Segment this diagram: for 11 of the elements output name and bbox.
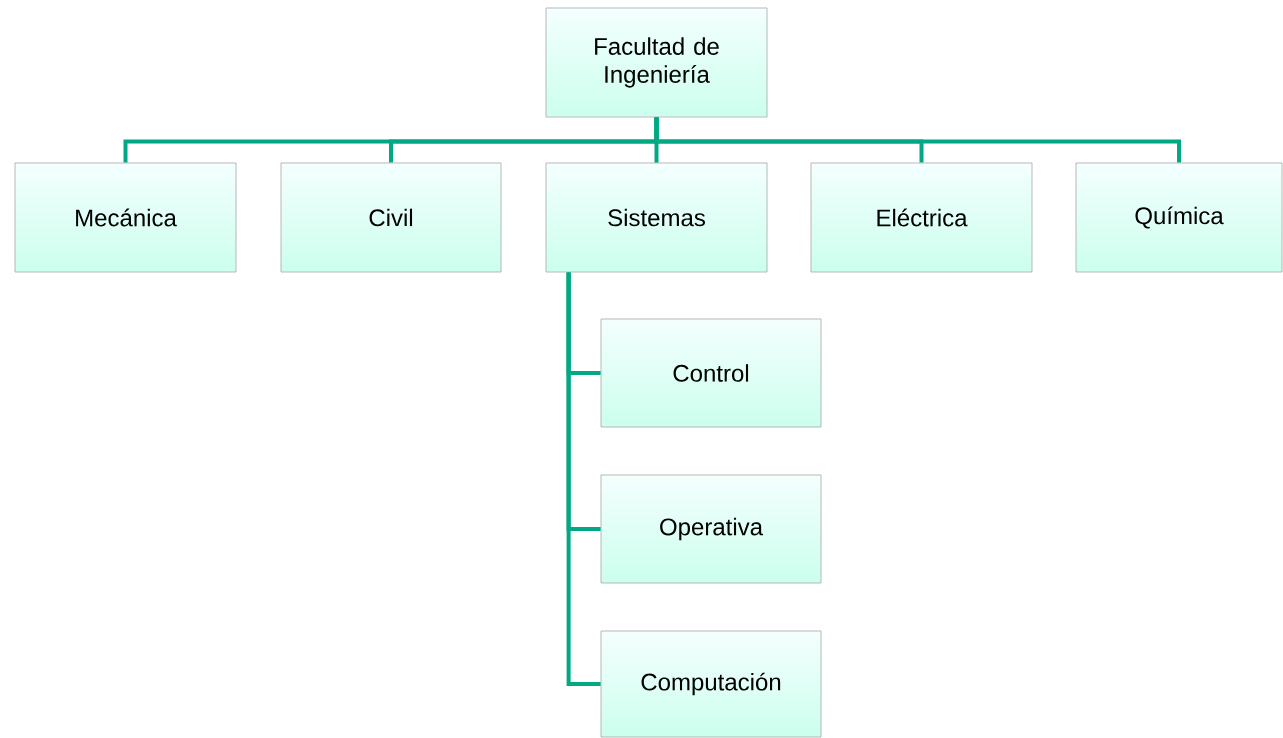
org-box: Computación [600,630,822,738]
org-box: Operativa [600,474,822,584]
connector-line [566,272,601,686]
connector-line [654,117,1181,163]
org-box: Control [600,318,822,428]
org-box: Eléctrica [810,162,1033,273]
org-box: Sistemas [545,162,768,273]
org-box: Mecánica [14,162,237,273]
org-box: Civil [280,162,502,273]
org-box: Química [1075,162,1283,273]
org-box: Facultad de Ingeniería [545,7,768,118]
